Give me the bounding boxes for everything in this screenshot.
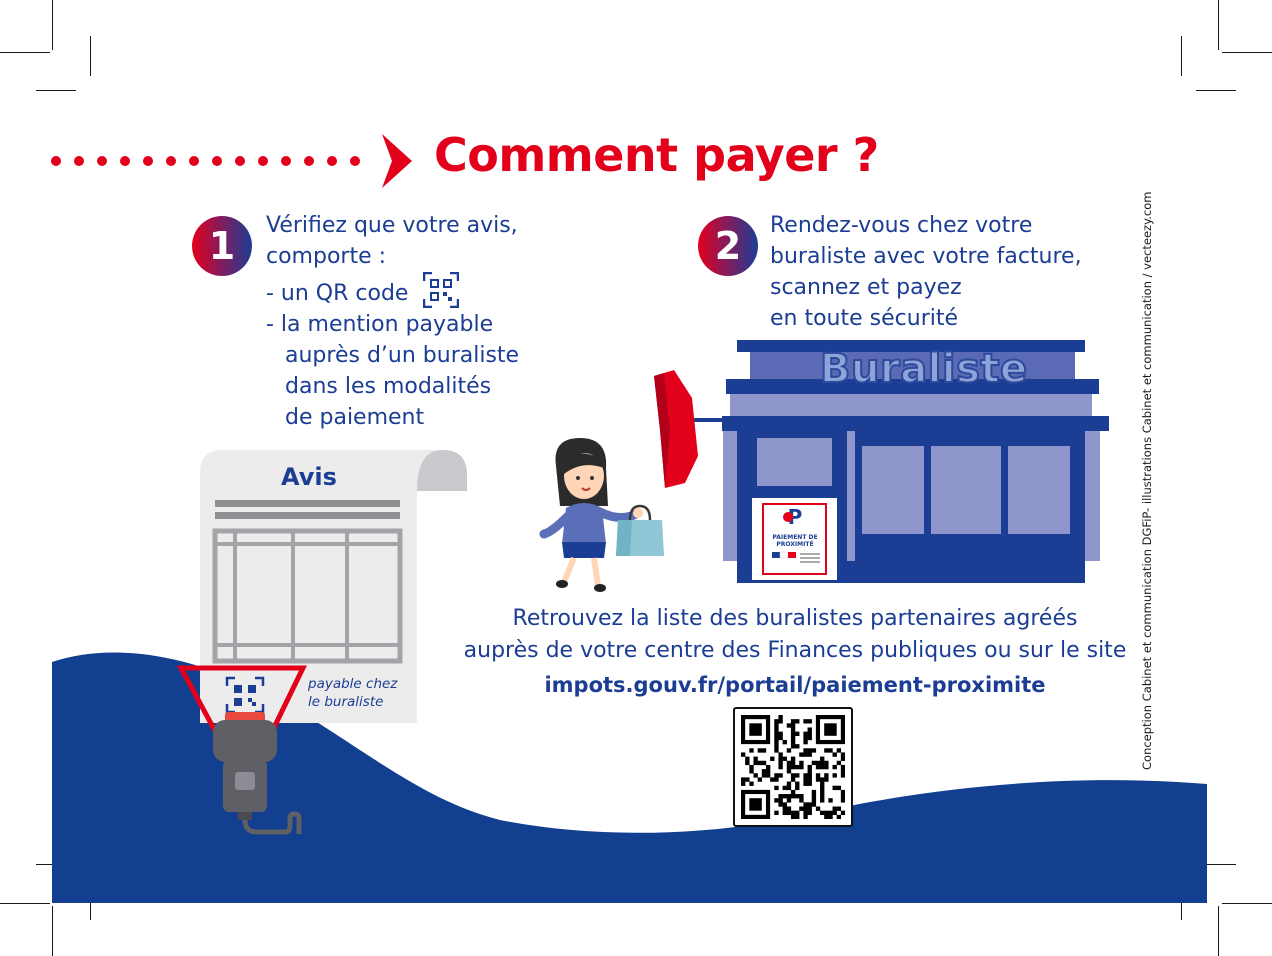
step-1-line: - un QR code xyxy=(266,281,409,306)
crop-mark xyxy=(1218,906,1219,956)
notice-document-illustration xyxy=(200,450,467,723)
crop-mark xyxy=(1222,903,1272,904)
step-1-text: Vérifiez que votre avis, comporte : - un… xyxy=(266,210,519,433)
notice-label: Avis xyxy=(281,463,337,491)
page-title: Comment payer ? xyxy=(434,128,879,182)
sticker-line: PAIEMENT DE xyxy=(772,534,817,541)
step-1-line: de paiement xyxy=(285,405,425,430)
step-1-line: auprès d’un buraliste xyxy=(285,343,520,368)
tobacconist-shop-illustration: P PAIEMENT DE PROXIMITÉ xyxy=(654,340,1109,583)
payable-line: le buraliste xyxy=(308,694,384,710)
payable-mention: payable chez le buraliste xyxy=(308,675,397,711)
bottom-information: Retrouvez la liste des buralistes parten… xyxy=(440,603,1150,701)
svg-text:P: P xyxy=(788,505,803,529)
crop-mark xyxy=(1196,864,1236,865)
step-1-line: Vérifiez que votre avis, xyxy=(266,213,518,238)
step-2-line: buraliste avec votre facture, xyxy=(770,244,1082,269)
step-1-line: - la mention payable xyxy=(266,312,494,337)
payable-line: payable chez xyxy=(308,676,398,692)
barcode-scanner-icon xyxy=(176,665,307,835)
step-1-badge: 1 xyxy=(192,216,252,276)
crop-mark xyxy=(90,36,91,76)
step-2-badge: 2 xyxy=(698,216,758,276)
qr-code-icon xyxy=(741,715,846,820)
step-1-number: 1 xyxy=(208,224,236,268)
crop-mark xyxy=(52,906,53,956)
crop-mark xyxy=(52,0,53,50)
step-2-line: en toute sécurité xyxy=(770,306,959,331)
step-1-line: comporte : xyxy=(266,244,387,269)
step-2-line: scannez et payez xyxy=(770,275,962,300)
crop-mark xyxy=(1218,0,1219,50)
step-2-line: Rendez-vous chez votre xyxy=(770,213,1033,238)
arrow-right-icon xyxy=(51,134,412,188)
sticker-line: PROXIMITÉ xyxy=(776,540,813,548)
step-2-text: Rendez-vous chez votre buraliste avec vo… xyxy=(770,210,1082,334)
shopping-bag-icon xyxy=(616,504,664,556)
crop-mark xyxy=(0,52,50,53)
crop-mark xyxy=(1196,90,1236,91)
step-2-number: 2 xyxy=(714,224,742,268)
crop-mark xyxy=(36,90,76,91)
step-1-line: dans les modalités xyxy=(285,374,492,399)
shopper-illustration xyxy=(539,438,643,592)
crop-mark xyxy=(1222,52,1272,53)
credit-line: Conception Cabinet et communication DGFi… xyxy=(1140,191,1154,770)
website-link[interactable]: impots.gouv.fr/portail/paiement-proximit… xyxy=(544,673,1046,697)
crop-mark xyxy=(1181,36,1182,76)
qr-code-frame xyxy=(733,707,853,827)
info-line: Retrouvez la liste des buralistes parten… xyxy=(512,606,1078,631)
crop-mark xyxy=(0,903,50,904)
shop-sign: Buraliste xyxy=(819,345,1028,393)
qr-code-icon xyxy=(423,271,460,309)
step-1-line-qr: - un QR code xyxy=(266,271,519,309)
info-line: auprès de votre centre des Finances publ… xyxy=(463,638,1127,663)
